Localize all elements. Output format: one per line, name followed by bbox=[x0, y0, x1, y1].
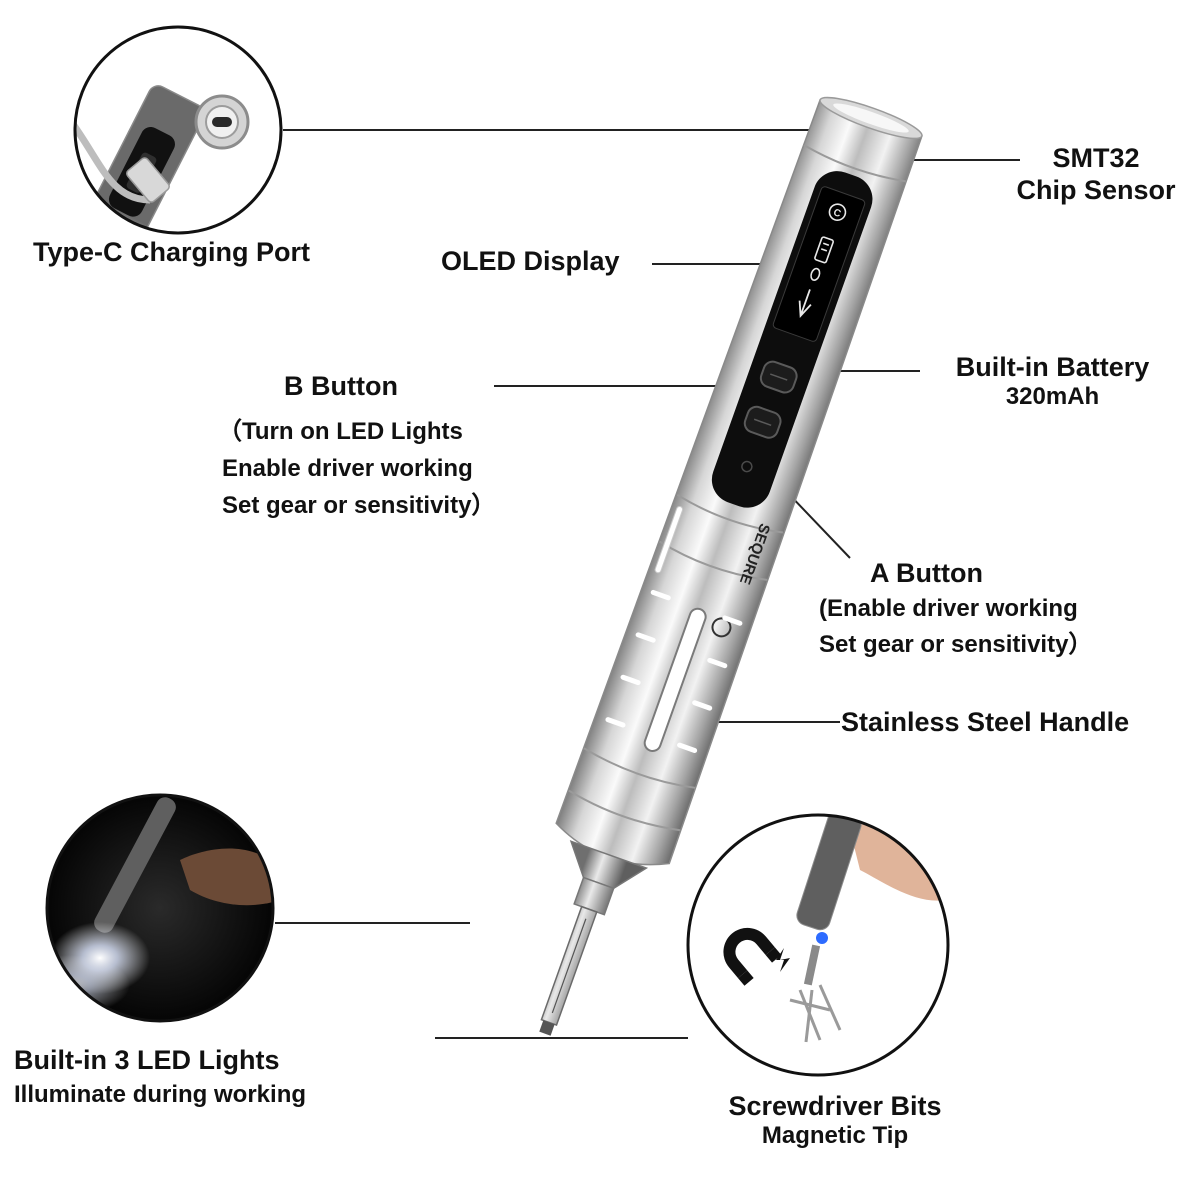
label-led-desc: Illuminate during working bbox=[14, 1081, 307, 1108]
magnet-icon bbox=[723, 927, 782, 986]
battery-icon bbox=[814, 236, 834, 264]
label-a-desc1: (Enable driver working bbox=[819, 595, 1078, 622]
lightning-icon bbox=[776, 948, 790, 972]
label-smt32-line2: Chip Sensor bbox=[1016, 175, 1176, 206]
label-b-desc1: （Turn on LED Lights bbox=[218, 418, 463, 445]
bit-tip bbox=[539, 1020, 555, 1036]
label-bits-title: Screwdriver Bits bbox=[728, 1091, 942, 1121]
body-seams bbox=[568, 144, 906, 832]
label-b-desc3: Set gear or sensitivity） bbox=[222, 492, 496, 519]
bits-closeup bbox=[686, 813, 950, 1077]
arrow-icon bbox=[798, 289, 812, 318]
type-c-closeup bbox=[73, 25, 283, 235]
label-battery-capacity: 320mAh bbox=[1005, 383, 1100, 411]
label-bits: Screwdriver Bits Magnetic Tip bbox=[700, 1090, 970, 1151]
label-bits-desc: Magnetic Tip bbox=[761, 1122, 909, 1150]
label-b-desc2: Enable driver working bbox=[222, 455, 473, 482]
indicator-hole bbox=[741, 460, 753, 473]
label-a-desc2: Set gear or sensitivity） bbox=[819, 631, 1093, 658]
label-battery: Built-in Battery 320mAh bbox=[940, 351, 1165, 412]
label-battery-title: Built-in Battery bbox=[955, 352, 1150, 382]
oled-clock-letter: C bbox=[832, 207, 843, 220]
screws bbox=[789, 984, 842, 1043]
blue-led bbox=[816, 932, 828, 944]
label-type-c: Type-C Charging Port bbox=[33, 237, 311, 267]
clock-icon bbox=[828, 203, 847, 222]
label-oled: OLED Display bbox=[441, 246, 620, 276]
oled-icons: C bbox=[798, 203, 847, 318]
label-led-title: Built-in 3 LED Lights bbox=[14, 1045, 280, 1075]
cable bbox=[75, 117, 151, 204]
bits-driver bbox=[796, 815, 862, 931]
grip-ticks bbox=[605, 589, 743, 753]
label-a-button: A Button bbox=[870, 558, 983, 588]
screwdriver: C SEQURE bbox=[539, 96, 923, 1036]
hand bbox=[180, 848, 273, 906]
type-c-port-icon bbox=[212, 117, 232, 127]
label-smt32-line1: SMT32 bbox=[1052, 143, 1140, 173]
screw-icon bbox=[810, 267, 821, 281]
led-closeup bbox=[45, 793, 275, 1023]
grip-slot bbox=[643, 607, 707, 752]
type-c-port-end bbox=[833, 103, 909, 133]
label-b-button: B Button bbox=[284, 371, 398, 401]
label-smt32: SMT32 Chip Sensor bbox=[1006, 142, 1186, 207]
oled-screen bbox=[772, 186, 866, 342]
side-slot bbox=[654, 505, 684, 574]
label-handle: Stainless Steel Handle bbox=[841, 707, 1130, 737]
mini-screwdriver bbox=[94, 797, 176, 933]
